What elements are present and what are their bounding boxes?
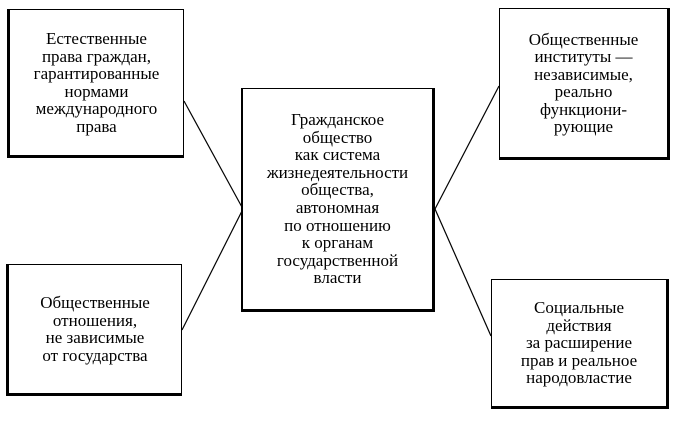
node-natural-rights: Естественные права граждан, гарантирован… — [7, 9, 184, 158]
node-social-actions: Социальные действия за расширение прав и… — [491, 279, 669, 409]
connector-top-right — [434, 85, 500, 210]
node-natural-rights-label: Естественные права граждан, гарантирован… — [33, 29, 160, 136]
node-social-institutions: Общественные институты — независимые, ре… — [499, 8, 670, 160]
node-social-actions-label: Социальные действия за расширение прав и… — [520, 298, 638, 388]
node-social-institutions-label: Общественные институты — независимые, ре… — [528, 29, 639, 136]
connector-top-left — [183, 100, 244, 210]
node-social-relations-label: Общественные отношения, не зависимые от … — [40, 293, 150, 365]
node-civil-society: Гражданское общество как система жизнеде… — [241, 88, 435, 312]
node-social-relations: Общественные отношения, не зависимые от … — [6, 264, 182, 396]
connector-bottom-right — [434, 208, 492, 337]
node-civil-society-label: Гражданское общество как система жизнеде… — [266, 110, 409, 288]
connector-bottom-left — [181, 208, 244, 331]
